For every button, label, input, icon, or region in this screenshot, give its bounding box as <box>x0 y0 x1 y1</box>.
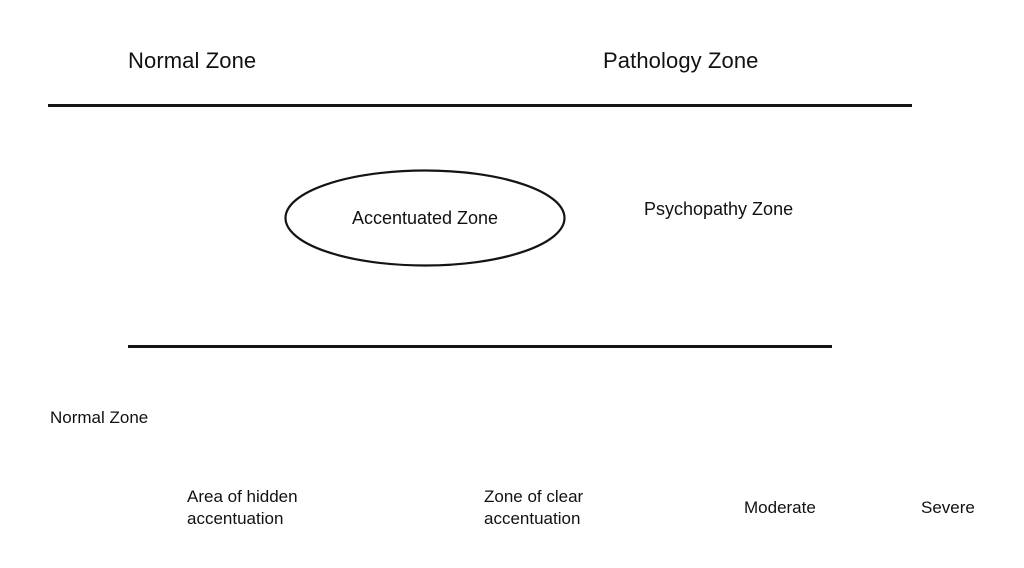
label-hidden-accentuation-line2: accentuation <box>187 509 284 529</box>
label-severe: Severe <box>921 498 975 517</box>
label-pathology-zone: Pathology Zone <box>603 48 759 73</box>
label-psychopathy-zone: Psychopathy Zone <box>644 199 794 219</box>
label-hidden-accentuation-line1: Area of hidden <box>187 487 298 506</box>
ellipse-accentuated-zone: Accentuated Zone <box>284 169 566 267</box>
label-moderate: Moderate <box>744 498 816 517</box>
label-normal-zone-top: Normal Zone <box>128 48 257 73</box>
label-clear-accentuation: Zone of clear accentuation <box>484 486 583 531</box>
upper-divider-line <box>48 104 912 107</box>
label-clear-accentuation-line2: accentuation <box>484 509 581 529</box>
label-normal-zone-bottom: Normal Zone <box>50 408 149 427</box>
label-hidden-accentuation: Area of hidden accentuation <box>187 486 298 531</box>
ellipse-shape-icon <box>284 169 566 267</box>
label-clear-accentuation-line1: Zone of clear <box>484 487 584 506</box>
lower-divider-line <box>128 345 832 348</box>
